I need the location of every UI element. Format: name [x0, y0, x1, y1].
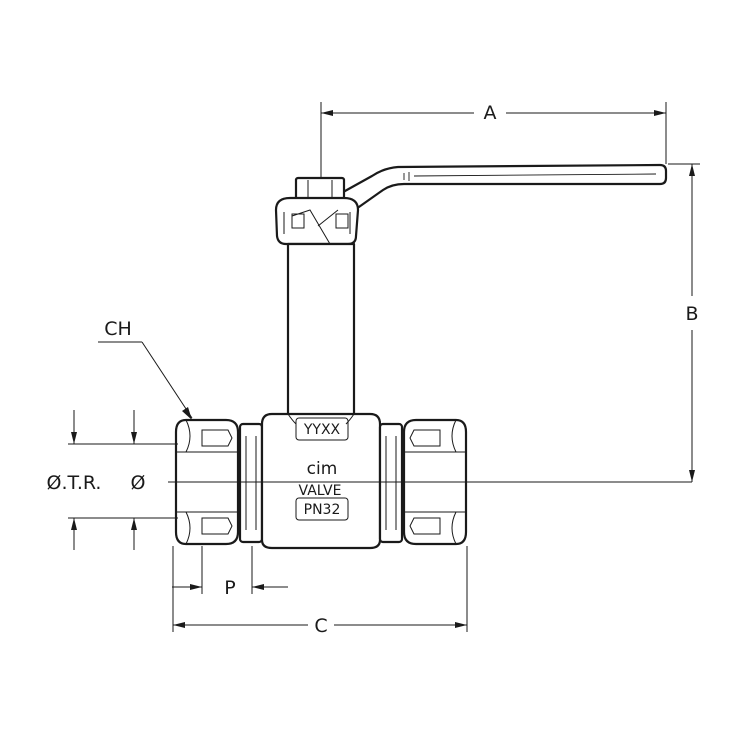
dimension-a-label: A — [484, 102, 497, 124]
dimension-b — [668, 163, 700, 482]
dimension-c-label: C — [314, 615, 327, 637]
dimension-a — [320, 102, 667, 178]
otr-dimension — [68, 410, 178, 550]
ch-leader — [98, 341, 193, 420]
dimension-b-label: B — [685, 303, 698, 325]
left-body-collar — [238, 422, 264, 544]
stem-nut — [294, 176, 346, 202]
brand-marking: cim — [307, 459, 338, 479]
valve-marking: VALVE — [299, 483, 342, 499]
dimension-p — [172, 546, 288, 594]
stem-bracket — [274, 196, 360, 246]
lever-handle — [334, 163, 668, 216]
right-body-collar — [378, 422, 404, 544]
pressure-marking: PN32 — [304, 502, 341, 518]
dimension-ch-label: CH — [104, 318, 132, 340]
dimension-diameter-label: Ø — [131, 472, 146, 494]
dimension-otr-label: Ø.T.R. — [47, 472, 102, 494]
date-code-marking: YYXX — [303, 422, 341, 438]
diameter-dimension — [131, 410, 137, 550]
stem-neck — [286, 242, 356, 424]
dimension-c — [172, 546, 468, 632]
dimension-p-label: P — [224, 577, 235, 599]
